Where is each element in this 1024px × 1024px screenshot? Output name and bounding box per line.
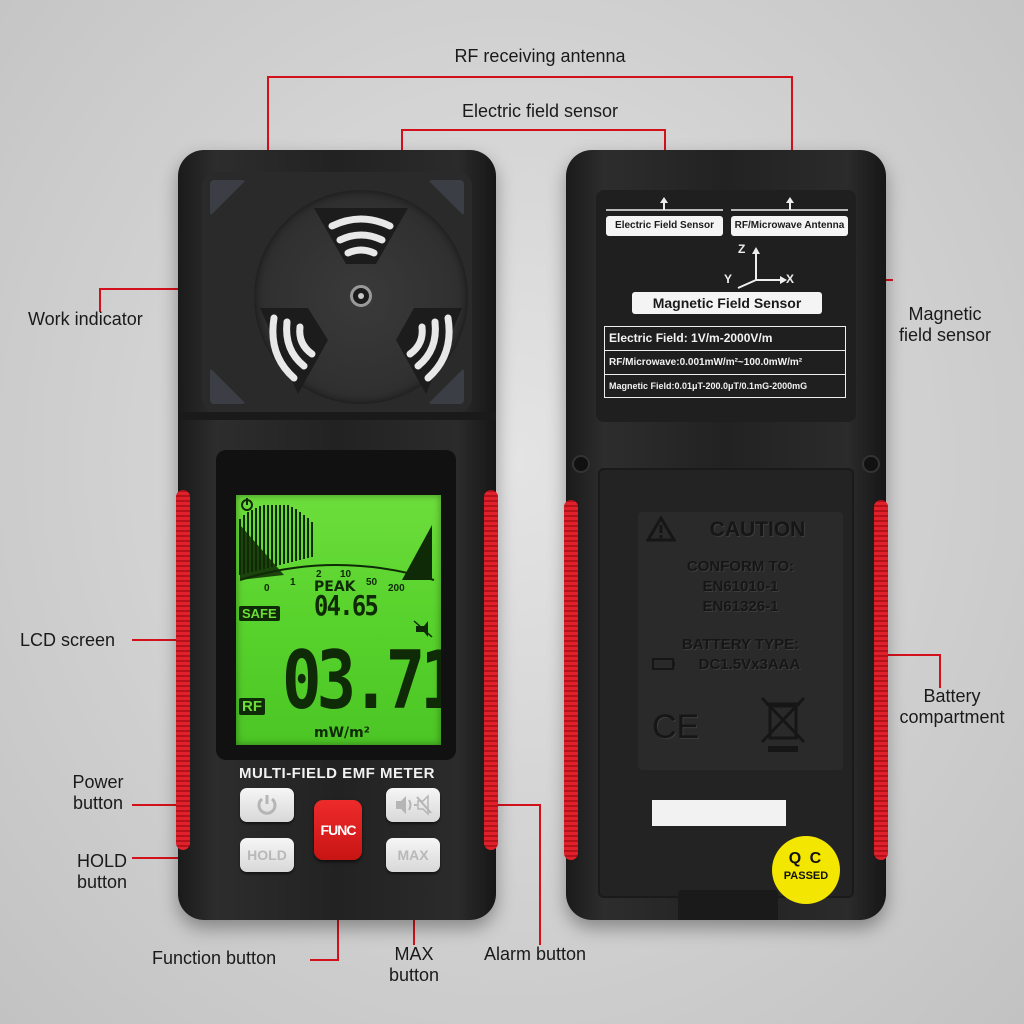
func-button[interactable]: FUNC (314, 800, 362, 860)
qc-title: Q C (788, 850, 824, 867)
speaker-mute-icon (396, 794, 432, 816)
qc-sticker: Q C PASSED (772, 836, 840, 904)
back-right-grip (874, 500, 888, 860)
sensor-head (202, 172, 472, 412)
callout-lcd-screen: LCD screen (20, 630, 116, 650)
power-icon (257, 795, 277, 815)
axis-x: X (786, 272, 795, 286)
caution-panel: CAUTION CONFORM TO: EN61010-1 EN61326-1 … (638, 512, 843, 770)
callout-work-indicator: Work indicator (28, 309, 143, 329)
back-device: Electric Field Sensor RF/Microwave Anten… (564, 150, 888, 920)
spec-panel: Electric Field Sensor RF/Microwave Anten… (596, 190, 856, 422)
axis-z: Z (738, 242, 746, 256)
work-indicator-led (350, 285, 372, 307)
head-seam (178, 412, 496, 420)
max-button[interactable]: MAX (386, 838, 440, 872)
callout-battery: Battery compartment (882, 686, 1022, 728)
battery-icon (652, 658, 675, 670)
scale-tick-0: 0 (264, 583, 270, 594)
serial-strip (652, 800, 786, 826)
hold-button[interactable]: HOLD (240, 838, 294, 872)
head-corner-bl (210, 368, 246, 404)
spec-magnetic: Magnetic Field:0.01μT-200.0μT/0.1mG-2000… (609, 381, 808, 391)
battery-latch (678, 890, 778, 920)
rf-antenna-label: RF/Microwave Antenna (731, 216, 848, 236)
spec-electric: Electric Field: 1V/m-2000V/m (605, 327, 845, 351)
alarm-button[interactable] (386, 788, 440, 822)
callout-rf-antenna: RF receiving antenna (454, 46, 626, 66)
callout-power-line2: button (72, 793, 124, 813)
peak-value: 04.65 (314, 589, 379, 622)
scale-tick-50: 50 (366, 577, 378, 588)
right-grip (484, 490, 498, 850)
sensor-arrows (606, 197, 848, 211)
warning-triangle-icon (646, 516, 676, 542)
callout-magnetic-line2: field sensor (898, 325, 992, 345)
electric-field-sensor-label: Electric Field Sensor (606, 216, 723, 236)
callout-max: MAX button (364, 944, 464, 986)
callout-magnetic-sensor: Magnetic field sensor (880, 304, 1010, 346)
callout-hold: HOLD button (54, 851, 150, 893)
spec-rf: RF/Microwave:0.001mW/m²~100.0mW/m² (605, 351, 845, 375)
callout-hold-line2: button (76, 872, 128, 892)
weee-bin-icon (760, 696, 806, 752)
power-button[interactable] (240, 788, 294, 822)
xyz-axes-icon (737, 247, 787, 289)
front-device: 0 1 2 10 50 200 PEAK SAFE 04.65 RF 03.71… (176, 150, 498, 920)
battery-type-label: BATTERY TYPE: (681, 636, 800, 653)
callout-function: Function button (152, 948, 277, 968)
callout-power-line1: Power (72, 772, 124, 792)
peak-label: PEAK (314, 579, 356, 595)
left-grip (176, 490, 190, 850)
screw-right (862, 455, 880, 473)
scale-tick-200: 200 (388, 583, 405, 594)
caution-title: CAUTION (709, 518, 806, 541)
unit-label: mW/m² (314, 725, 370, 741)
magnetic-field-sensor-label: Magnetic Field Sensor (632, 292, 822, 314)
callout-alarm: Alarm button (484, 944, 587, 964)
scale-tick-2: 2 (316, 569, 322, 580)
standard-2: EN61326-1 (702, 598, 779, 615)
spec-table: Electric Field: 1V/m-2000V/m RF/Microwav… (604, 326, 846, 398)
callout-max-line1: MAX (394, 944, 434, 964)
standard-1: EN61010-1 (702, 578, 779, 595)
leader-rf-antenna (267, 76, 793, 170)
back-left-grip (564, 500, 578, 860)
axis-y: Y (724, 272, 733, 286)
battery-compartment: CAUTION CONFORM TO: EN61010-1 EN61326-1 … (598, 468, 854, 898)
ce-mark: CE (652, 708, 700, 746)
head-corner-tl (210, 180, 246, 216)
lcd-bezel: 0 1 2 10 50 200 PEAK SAFE 04.65 RF 03.71… (216, 450, 456, 760)
qc-passed: PASSED (783, 870, 829, 882)
lcd-bargraph (239, 498, 435, 638)
grille-icon (260, 208, 462, 394)
callout-power: Power button (50, 772, 146, 814)
safe-tag: SAFE (239, 606, 280, 621)
main-reading: 03.71 (282, 634, 441, 727)
lcd-screen: 0 1 2 10 50 200 PEAK SAFE 04.65 RF 03.71… (236, 495, 441, 745)
callout-battery-line1: Battery (923, 686, 981, 706)
callout-electric-sensor: Electric field sensor (461, 101, 619, 121)
screw-left (572, 455, 590, 473)
callout-magnetic-line1: Magnetic (908, 304, 982, 324)
conform-label: CONFORM TO: (686, 558, 795, 575)
callout-max-line2: button (388, 965, 440, 985)
callout-hold-line1: HOLD (76, 851, 127, 871)
scale-tick-1: 1 (290, 577, 296, 588)
model-label: MULTI-FIELD EMF METER (238, 765, 436, 782)
scale-tick-10: 10 (340, 569, 352, 580)
rf-mode-tag: RF (239, 698, 265, 715)
callout-battery-line2: compartment (899, 707, 1005, 727)
battery-spec: DC1.5Vx3AAA (698, 656, 801, 673)
